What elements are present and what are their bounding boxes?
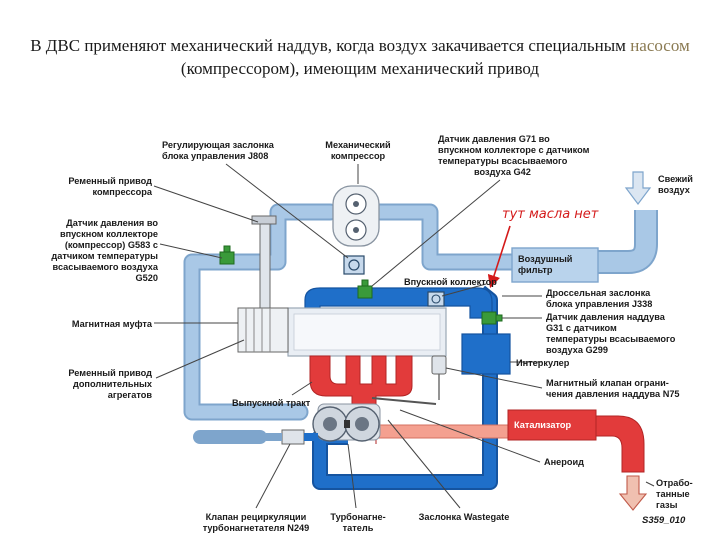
heading-highlight: насосом bbox=[630, 36, 690, 55]
mechanical-compressor bbox=[332, 185, 380, 247]
label-exhaust-tract: Выпускной тракт bbox=[232, 398, 311, 408]
label-catalyst: Катализатор bbox=[514, 420, 571, 430]
light-air-duct bbox=[183, 203, 569, 444]
annotation-arrow bbox=[487, 225, 511, 289]
aneroid bbox=[371, 397, 437, 405]
recirc-valve-n249 bbox=[266, 429, 318, 445]
throttle-j338-box bbox=[427, 291, 445, 307]
exhaust-manifold bbox=[309, 355, 413, 413]
sensor-g583 bbox=[219, 245, 235, 265]
label-magnetic-clutch: Магнитная муфта bbox=[72, 319, 153, 329]
leader-lines bbox=[153, 163, 655, 509]
label-turbocharger: Турбонагне-татель bbox=[330, 512, 385, 533]
belt-drive bbox=[237, 215, 289, 353]
label-aneroid: Анероид bbox=[544, 457, 584, 467]
sensor-g71 bbox=[357, 279, 373, 299]
fresh-air-arrow bbox=[624, 171, 652, 205]
air-filter-box bbox=[511, 247, 599, 283]
page-heading: В ДВС применяют механический наддув, ког… bbox=[10, 34, 710, 80]
sensor-g31 bbox=[481, 311, 503, 325]
intake-manifold bbox=[304, 287, 493, 331]
intercooler-box bbox=[461, 333, 511, 375]
exhaust-out-arrow bbox=[618, 475, 648, 511]
turbocharger bbox=[312, 403, 381, 442]
heading-text-1: В ДВС применяют механический наддув, ког… bbox=[30, 36, 631, 55]
label-intercooler: Интеркулер bbox=[516, 358, 570, 368]
annotation-no-oil: тут масла нет bbox=[502, 207, 599, 222]
heading-text-2: (компрессором), имеющим механический при… bbox=[180, 59, 540, 78]
exhaust-pipe bbox=[371, 424, 513, 439]
catalyst-box bbox=[507, 409, 597, 441]
throttle-j808-box bbox=[343, 255, 365, 275]
solenoid-n75 bbox=[431, 355, 447, 400]
label-solenoid-n75: Магнитный клапан ограни-чения давления н… bbox=[546, 378, 680, 399]
tail-pipe bbox=[595, 415, 645, 473]
figure-code: S359_010 bbox=[642, 515, 686, 526]
label-wastegate: Заслонка Wastegate bbox=[419, 512, 510, 522]
label-intake-manifold: Впускной коллектор bbox=[404, 277, 497, 287]
